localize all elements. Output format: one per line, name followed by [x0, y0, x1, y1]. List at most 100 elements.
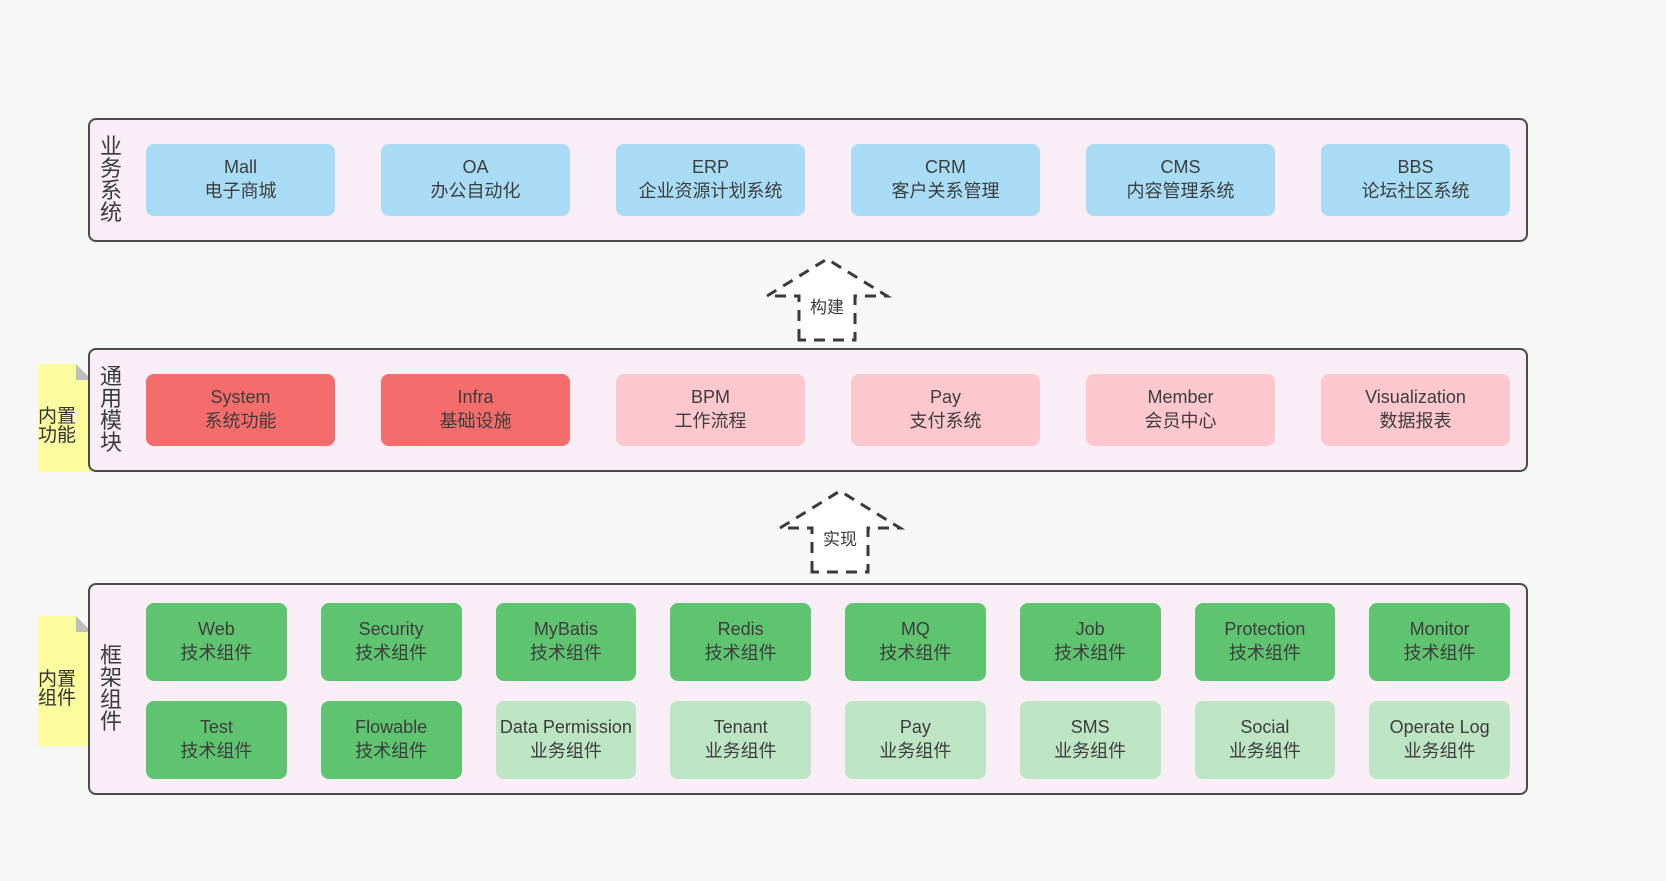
module-name: Security	[358, 619, 424, 640]
module-box-test: Test 技术组件	[146, 701, 287, 779]
band-framework-components: 框架组件 Web 技术组件 Security 技术组件 MyBatis 技术组件 Redis…	[88, 583, 1528, 795]
module-name: CRM	[925, 157, 966, 178]
module-box-bbs: BBS 论坛社区系统	[1321, 144, 1510, 216]
module-description: 工作流程	[674, 411, 747, 431]
module-name: CMS	[1160, 157, 1201, 178]
module-box-pay: Pay 支付系统	[851, 374, 1040, 446]
module-box-system: System 系统功能	[146, 374, 335, 446]
implement-arrow: 实现	[768, 488, 912, 574]
module-box-security: Security 技术组件	[320, 603, 462, 681]
module-box-web: Web 技术组件	[146, 603, 287, 681]
band-label-business-systems: 业务系统	[100, 134, 123, 225]
module-name: Visualization	[1365, 387, 1466, 408]
module-name: BBS	[1397, 157, 1434, 178]
module-description: 技术组件	[355, 643, 428, 663]
module-description: 企业资源计划系统	[638, 181, 783, 201]
module-description: 技术组件	[529, 643, 602, 663]
module-name: ERP	[691, 157, 729, 178]
sticky-note-label: 内置组件	[38, 669, 77, 709]
module-description: 会员中心	[1144, 411, 1217, 431]
module-description: 论坛社区系统	[1361, 181, 1470, 201]
module-box-erp: ERP 企业资源计划系统	[616, 144, 805, 216]
module-box-mall: Mall 电子商城	[146, 144, 335, 216]
module-description: 业务组件	[879, 741, 952, 761]
module-name: Member	[1147, 387, 1214, 408]
module-name: Data Permission	[499, 717, 632, 738]
common-modules-row: System 系统功能 Infra 基础设施 BPM 工作流程 Pay 支付系统 Member 会…	[146, 374, 1510, 446]
band-business-systems: 业务系统 Mall 电子商城 OA 办公自动化 ERP 企业资源计划系统 CRM 客户关系管理…	[88, 118, 1528, 242]
module-name: Test	[199, 717, 233, 738]
module-box-social: Social 业务组件	[1194, 701, 1336, 779]
module-name: Protection	[1224, 619, 1306, 640]
module-description: 办公自动化	[430, 181, 521, 201]
band-common-modules: 通用模块 System 系统功能 Infra 基础设施 BPM 工作流程 Pay 支付系统 Me…	[88, 348, 1528, 472]
module-name: Flowable	[355, 717, 428, 738]
module-box-mybatis: MyBatis 技术组件	[495, 603, 637, 681]
module-description: 技术组件	[1054, 643, 1127, 663]
module-name: System	[210, 387, 271, 408]
module-box-visualization: Visualization 数据报表	[1321, 374, 1510, 446]
module-description: 业务组件	[1228, 741, 1301, 761]
module-box-operate-log: Operate Log 业务组件	[1369, 701, 1510, 779]
module-description: 支付系统	[909, 411, 982, 431]
module-name: Job	[1075, 619, 1105, 640]
module-description: 业务组件	[1403, 741, 1476, 761]
module-description: 业务组件	[704, 741, 777, 761]
business-systems-row: Mall 电子商城 OA 办公自动化 ERP 企业资源计划系统 CRM 客户关系管理 CMS 内容…	[146, 144, 1510, 216]
module-description: 业务组件	[1054, 741, 1127, 761]
module-name: Monitor	[1409, 619, 1470, 640]
module-box-tenant: Tenant 业务组件	[670, 701, 811, 779]
module-name: Web	[198, 619, 235, 640]
band-label-framework-components: 框架组件	[100, 643, 123, 734]
build-arrow: 构建	[755, 256, 899, 342]
module-box-job: Job 技术组件	[1019, 603, 1161, 681]
sticky-note-built-in-features: 内置功能	[38, 364, 92, 472]
module-description: 系统功能	[204, 411, 277, 431]
band-label-common-modules: 通用模块	[100, 364, 123, 455]
module-name: MQ	[900, 619, 930, 640]
module-box-cms: CMS 内容管理系统	[1086, 144, 1275, 216]
module-box-crm: CRM 客户关系管理	[851, 144, 1040, 216]
module-description: 基础设施	[439, 411, 512, 431]
module-name: Pay	[929, 387, 962, 408]
module-name: SMS	[1070, 717, 1110, 738]
module-name: BPM	[690, 387, 730, 408]
sticky-note-label: 内置功能	[38, 406, 77, 446]
module-description: 技术组件	[1228, 643, 1301, 663]
implement-arrow-label: 实现	[818, 524, 862, 551]
build-arrow-label: 构建	[805, 292, 849, 319]
module-name: Tenant	[713, 717, 768, 738]
module-box-mq: MQ 技术组件	[845, 603, 986, 681]
module-box-member: Member 会员中心	[1086, 374, 1275, 446]
module-name: Mall	[223, 157, 257, 178]
module-box-oa: OA 办公自动化	[381, 144, 570, 216]
module-box-protection: Protection 技术组件	[1194, 603, 1336, 681]
module-description: 技术组件	[879, 643, 952, 663]
module-box-bpm: BPM 工作流程	[616, 374, 805, 446]
module-name: Social	[1240, 717, 1290, 738]
module-box-sms: SMS 业务组件	[1019, 701, 1161, 779]
module-description: 电子商城	[204, 181, 277, 201]
module-description: 技术组件	[180, 741, 253, 761]
module-name: Redis	[717, 619, 764, 640]
module-description: 数据报表	[1379, 411, 1452, 431]
module-description: 业务组件	[529, 741, 602, 761]
module-box-data-permission: Data Permission 业务组件	[495, 701, 637, 779]
sticky-note-built-in-components: 内置组件	[38, 616, 92, 746]
module-description: 技术组件	[180, 643, 253, 663]
module-box-flowable: Flowable 技术组件	[320, 701, 462, 779]
module-description: 客户关系管理	[891, 181, 1000, 201]
module-name: Pay	[899, 717, 931, 738]
module-description: 技术组件	[355, 741, 428, 761]
module-description: 内容管理系统	[1126, 181, 1235, 201]
module-name: Operate Log	[1389, 717, 1490, 738]
module-box-pay: Pay 业务组件	[845, 701, 986, 779]
module-name: OA	[462, 157, 489, 178]
module-name: MyBatis	[533, 619, 598, 640]
module-name: Infra	[457, 387, 494, 408]
